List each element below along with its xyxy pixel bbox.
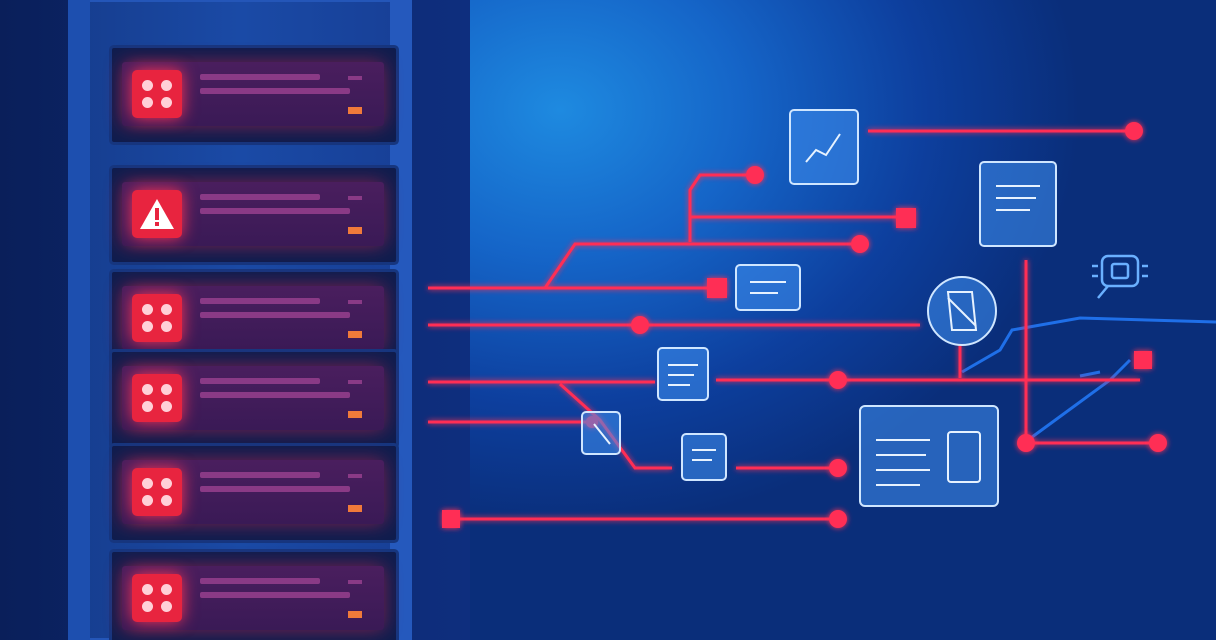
server-unit bbox=[112, 552, 396, 640]
warning-icon bbox=[132, 190, 182, 238]
server-face bbox=[122, 366, 384, 430]
server-tick bbox=[348, 76, 362, 80]
chart-document-icon bbox=[789, 109, 859, 185]
server-status-bars bbox=[200, 194, 350, 222]
text-document-icon bbox=[979, 161, 1057, 247]
server-face bbox=[122, 182, 384, 246]
server-face bbox=[122, 62, 384, 126]
server-tag bbox=[348, 411, 362, 418]
server-tag bbox=[348, 107, 362, 114]
dots-icon bbox=[132, 70, 182, 118]
red-connection-lines bbox=[428, 129, 1158, 521]
server-unit bbox=[112, 272, 396, 366]
server-tick bbox=[348, 380, 362, 384]
server-status-bars bbox=[200, 472, 350, 500]
server-tag bbox=[348, 227, 362, 234]
node-details bbox=[593, 133, 1040, 486]
server-status-bars bbox=[200, 378, 350, 406]
server-unit bbox=[112, 446, 396, 540]
server-tag bbox=[348, 611, 362, 618]
server-tick bbox=[348, 196, 362, 200]
server-tick bbox=[348, 300, 362, 304]
server-tick bbox=[348, 474, 362, 478]
dots-icon bbox=[132, 468, 182, 516]
server-status-bars bbox=[200, 578, 350, 606]
server-status-bars bbox=[200, 298, 350, 326]
dots-icon bbox=[132, 574, 182, 622]
server-unit bbox=[112, 48, 396, 142]
server-face bbox=[122, 460, 384, 524]
network-nodes bbox=[581, 109, 1057, 507]
dots-icon bbox=[132, 294, 182, 342]
server-face bbox=[122, 566, 384, 630]
server-tag bbox=[348, 331, 362, 338]
server-unit bbox=[112, 352, 396, 446]
ai-chip-icon bbox=[1092, 254, 1148, 299]
server-status-bars bbox=[200, 74, 350, 102]
server-tick bbox=[348, 580, 362, 584]
rack-post-left bbox=[68, 0, 90, 640]
dots-icon bbox=[132, 374, 182, 422]
list-document-icon bbox=[681, 433, 727, 481]
server-face bbox=[122, 286, 384, 350]
message-card-icon bbox=[735, 264, 801, 311]
server-unit bbox=[112, 168, 396, 262]
server-tag bbox=[348, 505, 362, 512]
